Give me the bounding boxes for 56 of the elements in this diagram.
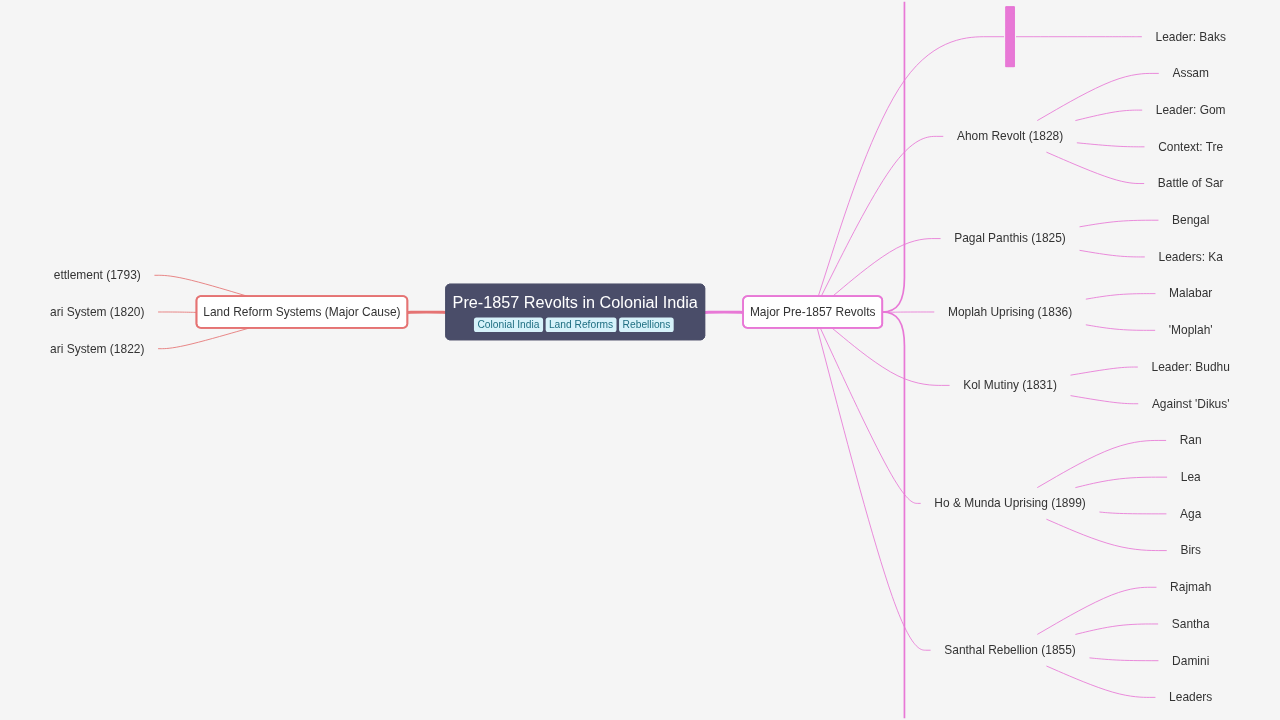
node-text: Moplah Uprising (1836) bbox=[947, 304, 1073, 319]
connector bbox=[1046, 151, 1145, 184]
node-text: Leaders: Ka bbox=[1158, 249, 1223, 264]
connector bbox=[1046, 518, 1168, 551]
node-text: Santha bbox=[1171, 616, 1210, 631]
connector bbox=[820, 135, 944, 298]
connector bbox=[1074, 623, 1159, 635]
connector bbox=[407, 310, 447, 314]
node-text: Leaders bbox=[1169, 690, 1213, 704]
connector bbox=[1046, 665, 1156, 698]
node-text: Rajmah bbox=[1170, 580, 1212, 594]
node-text: Ho & Munda Uprising (1899) bbox=[934, 496, 1086, 510]
node-text: Kol Mutiny (1831) bbox=[963, 378, 1057, 392]
connector bbox=[1036, 586, 1157, 635]
node-text: Context: Tre bbox=[1158, 139, 1224, 154]
connector bbox=[1070, 395, 1139, 405]
node-text: Ran bbox=[1179, 433, 1202, 447]
connector bbox=[1070, 366, 1139, 376]
connector bbox=[831, 327, 950, 386]
connector bbox=[820, 327, 922, 504]
connector bbox=[705, 310, 744, 314]
node-text: Damini bbox=[1172, 653, 1210, 668]
node-text: Leader: Baks bbox=[1155, 29, 1226, 44]
node-text: Against 'Dikus' bbox=[1151, 396, 1230, 411]
connector bbox=[1085, 293, 1156, 300]
connector bbox=[1079, 249, 1146, 258]
connector bbox=[1085, 324, 1156, 331]
connector bbox=[1036, 73, 1160, 121]
node-text: ari System (1820) bbox=[50, 304, 145, 319]
node-text: Malabar bbox=[1169, 286, 1213, 301]
node-text: Bengal bbox=[1172, 212, 1210, 227]
connector bbox=[1089, 657, 1159, 662]
node-text: Assam bbox=[1172, 66, 1209, 80]
node-text: Ahom Revolt (1828) bbox=[956, 129, 1064, 143]
node-text: Santhal Rebellion (1855) bbox=[944, 642, 1076, 657]
connector bbox=[831, 238, 941, 298]
node-text: Lea bbox=[1180, 469, 1201, 484]
connector bbox=[1079, 219, 1159, 228]
node-text: ettlement (1793) bbox=[53, 268, 141, 282]
connector bbox=[1074, 109, 1143, 121]
node-text: ari System (1822) bbox=[50, 341, 145, 356]
connector bbox=[1076, 142, 1145, 148]
node-text: 'Moplah' bbox=[1168, 323, 1213, 337]
node-text: Leader: Gom bbox=[1155, 102, 1226, 117]
node-text: Leader: Budhu bbox=[1151, 359, 1230, 374]
node-text: Battle of Sar bbox=[1157, 176, 1224, 190]
connector bbox=[1015, 36, 1143, 38]
connector bbox=[1099, 511, 1167, 515]
node-text: Birs bbox=[1180, 543, 1201, 557]
connector bbox=[816, 327, 932, 651]
node-text: Pagal Panthis (1825) bbox=[954, 231, 1066, 245]
connector bbox=[1036, 440, 1167, 489]
node-text: Aga bbox=[1180, 506, 1202, 521]
connector bbox=[157, 327, 250, 350]
connector bbox=[1074, 476, 1168, 489]
connector bbox=[817, 36, 1005, 298]
